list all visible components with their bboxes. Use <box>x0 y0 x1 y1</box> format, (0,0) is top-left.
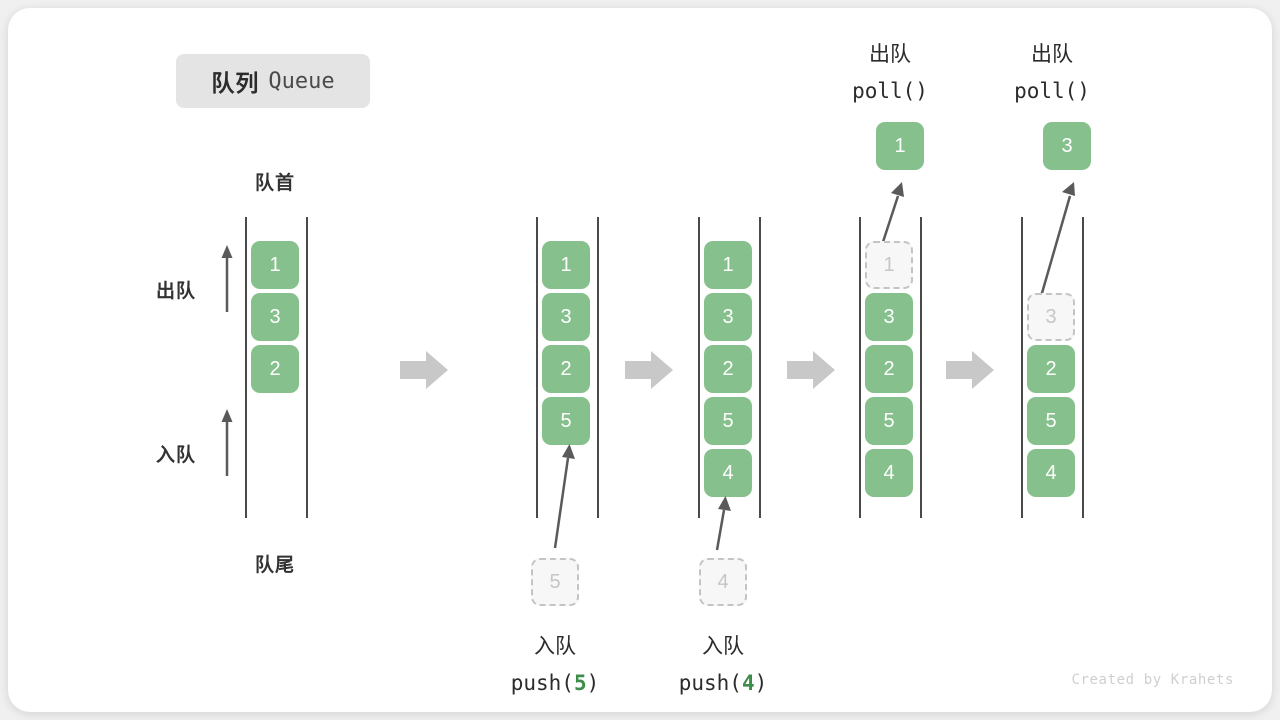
operation-caption-code: push(4) <box>678 671 768 695</box>
enqueue-motion-arrow-icon <box>715 496 731 551</box>
rail-right <box>1082 217 1084 518</box>
queue-element: 2 <box>1027 345 1075 393</box>
title-en: Queue <box>268 68 335 94</box>
rail-left <box>536 217 538 518</box>
rail-right <box>759 217 761 518</box>
queue-element-removed: 3 <box>1027 293 1075 341</box>
queue-input-ghost: 4 <box>699 558 747 606</box>
separator-arrow-right-icon <box>400 351 448 389</box>
operation-caption-cn: 入队 <box>534 635 576 658</box>
rail-left <box>245 217 247 518</box>
operation-caption-push-4: 入队 push(4) <box>627 628 819 702</box>
credit-text: Created by Krahets <box>1071 672 1234 688</box>
rail-right <box>920 217 922 518</box>
queue-front-label: 队首 <box>254 173 295 194</box>
queue-element: 3 <box>865 293 913 341</box>
rail-left <box>698 217 700 518</box>
queue-element: 1 <box>704 241 752 289</box>
diagram-card: 队列 Queue 队首 队尾 出队 入队 1 3 2 <box>8 8 1272 712</box>
enqueue-direction-label: 入队 <box>156 445 197 466</box>
operation-header-cn: 出队 <box>1031 43 1073 66</box>
rail-right <box>597 217 599 518</box>
operation-caption-cn: 入队 <box>702 635 744 658</box>
queue-element: 2 <box>542 345 590 393</box>
dequeue-direction-label: 出队 <box>156 281 197 302</box>
queue-element: 2 <box>704 345 752 393</box>
separator-arrow-right-icon <box>787 351 835 389</box>
rail-right <box>306 217 308 518</box>
queue-element: 4 <box>865 449 913 497</box>
operation-header-code: poll() <box>852 79 928 103</box>
queue-element: 3 <box>542 293 590 341</box>
queue-element: 5 <box>704 397 752 445</box>
dequeue-motion-arrow-icon <box>879 182 904 249</box>
queue-element: 1 <box>542 241 590 289</box>
operation-header-poll-1: 出队 poll() <box>816 36 964 110</box>
dequeue-direction-arrow-icon <box>221 245 233 312</box>
queue-input-ghost: 5 <box>531 558 579 606</box>
operation-header-poll-3: 出队 poll() <box>978 36 1126 110</box>
operation-header-cn: 出队 <box>869 43 911 66</box>
queue-output-element: 3 <box>1043 122 1091 170</box>
enqueue-direction-arrow-icon <box>221 409 233 476</box>
queue-element: 5 <box>865 397 913 445</box>
separator-arrow-right-icon <box>946 351 994 389</box>
queue-element: 2 <box>865 345 913 393</box>
queue-element: 4 <box>704 449 752 497</box>
title-cn: 队列 <box>211 70 260 96</box>
queue-element-removed: 1 <box>865 241 913 289</box>
queue-element: 5 <box>542 397 590 445</box>
operation-caption-push-5: 入队 push(5) <box>459 628 651 702</box>
rail-left <box>859 217 861 518</box>
separator-arrow-right-icon <box>625 351 673 389</box>
queue-element: 3 <box>251 293 299 341</box>
queue-element: 5 <box>1027 397 1075 445</box>
queue-rear-label: 队尾 <box>254 555 295 576</box>
dequeue-motion-arrow-icon <box>1038 182 1075 301</box>
queue-element: 1 <box>251 241 299 289</box>
queue-output-element: 1 <box>876 122 924 170</box>
queue-element: 4 <box>1027 449 1075 497</box>
queue-element: 2 <box>251 345 299 393</box>
diagram-title-chip: 队列 Queue <box>176 54 370 108</box>
operation-caption-code: push(5) <box>510 671 600 695</box>
queue-element: 3 <box>704 293 752 341</box>
rail-left <box>1021 217 1023 518</box>
enqueue-motion-arrow-icon <box>553 444 575 549</box>
operation-header-code: poll() <box>1014 79 1090 103</box>
